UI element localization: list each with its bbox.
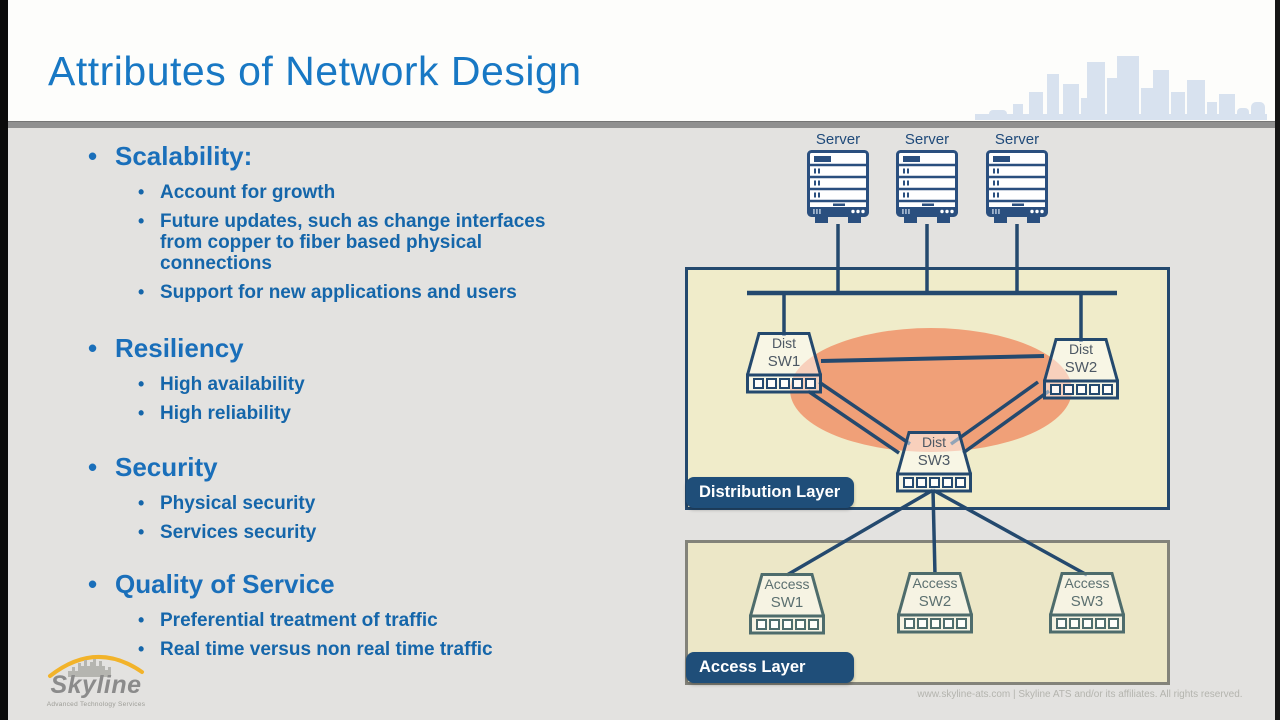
page-title: Attributes of Network Design xyxy=(48,48,582,94)
switch-label: Dist xyxy=(921,434,947,450)
switch-icon xyxy=(896,431,972,493)
bullet-dot: • xyxy=(138,282,145,302)
switch-label: SW1 xyxy=(770,594,804,611)
logo-tagline: Advanced Technology Services xyxy=(46,701,146,708)
access-switch-2: Access SW2 xyxy=(897,572,973,634)
switch-label: SW2 xyxy=(1064,359,1098,376)
access-layer-badge: Access Layer xyxy=(686,652,854,683)
title-divider xyxy=(0,121,1280,128)
list-item: •Real time versus non real time traffic xyxy=(138,639,493,660)
dist-switch-2: Dist SW2 xyxy=(1043,338,1119,400)
bullet-dot: • xyxy=(138,211,145,231)
left-edge-bar xyxy=(0,0,8,720)
server-label: Server xyxy=(815,131,861,148)
bullet-dot: • xyxy=(138,522,145,542)
bullet-dot: • xyxy=(138,610,145,630)
switch-label: Access xyxy=(912,575,958,591)
server-icon xyxy=(896,150,958,223)
bullet-dot: • xyxy=(138,182,145,202)
server-label: Server xyxy=(994,131,1040,148)
bullet-section-qos: • Quality of Service •Preferential treat… xyxy=(88,569,628,668)
section-heading: Quality of Service xyxy=(115,569,335,599)
section-heading: Scalability: xyxy=(115,141,253,171)
bullet-dot: • xyxy=(88,333,98,363)
bullet-dot: • xyxy=(138,493,145,513)
list-item: •Services security xyxy=(138,522,317,543)
switch-icon xyxy=(1043,338,1119,400)
server-2: Server xyxy=(896,131,958,231)
switch-icon xyxy=(897,572,973,634)
bullet-dot: • xyxy=(88,569,98,599)
server-icon xyxy=(807,150,869,223)
switch-icon xyxy=(746,332,822,394)
switch-label: SW3 xyxy=(917,452,951,469)
city-skyline-art xyxy=(975,56,1267,120)
switch-label: Access xyxy=(1064,575,1110,591)
server-3: Server xyxy=(986,131,1048,231)
list-item: •High reliability xyxy=(138,403,291,424)
skyline-logo-icon xyxy=(48,654,144,678)
bullet-dot: • xyxy=(88,452,98,482)
list-item: •Physical security xyxy=(138,493,316,514)
server-1: Server xyxy=(807,131,869,231)
dist-switch-1: Dist SW1 xyxy=(746,332,822,394)
bullet-dot: • xyxy=(138,374,145,394)
switch-icon xyxy=(749,573,825,635)
server-label: Server xyxy=(904,131,950,148)
bullet-dot: • xyxy=(138,639,145,659)
list-item: •Future updates, such as change interfac… xyxy=(138,211,546,274)
list-item: •Preferential treatment of traffic xyxy=(138,610,438,631)
switch-label: SW1 xyxy=(767,353,801,370)
skyline-logo: Skyline Advanced Technology Services xyxy=(40,649,152,708)
logo-brand-text: Skyline xyxy=(50,671,142,699)
distribution-layer-badge: Distribution Layer xyxy=(686,477,854,508)
title-band: Attributes of Network Design xyxy=(0,0,1280,121)
bullet-section-resiliency: • Resiliency •High availability •High re… xyxy=(88,333,628,432)
server-icon xyxy=(986,150,1048,223)
list-item: •Support for new applications and users xyxy=(138,282,517,303)
bullet-section-security: • Security •Physical security •Services … xyxy=(88,452,628,551)
switch-label: SW2 xyxy=(918,593,952,610)
section-heading: Resiliency xyxy=(115,333,244,363)
section-heading: Security xyxy=(115,452,218,482)
switch-label: Dist xyxy=(1068,341,1094,357)
switch-label: Access xyxy=(764,576,810,592)
switch-label: Dist xyxy=(771,335,797,351)
copyright-footer: www.skyline-ats.com | Skyline ATS and/or… xyxy=(917,689,1243,700)
dist-switch-3: Dist SW3 xyxy=(896,431,972,493)
bullet-section-scalability: • Scalability: •Account for growth •Futu… xyxy=(88,141,628,311)
switch-icon xyxy=(1049,572,1125,634)
list-item: •High availability xyxy=(138,374,305,395)
list-item: •Account for growth xyxy=(138,182,336,203)
right-edge-bar xyxy=(1275,0,1280,720)
bullet-dot: • xyxy=(88,141,98,171)
bullet-dot: • xyxy=(138,403,145,423)
switch-label: SW3 xyxy=(1070,593,1104,610)
access-switch-1: Access SW1 xyxy=(749,573,825,635)
access-switch-3: Access SW3 xyxy=(1049,572,1125,634)
